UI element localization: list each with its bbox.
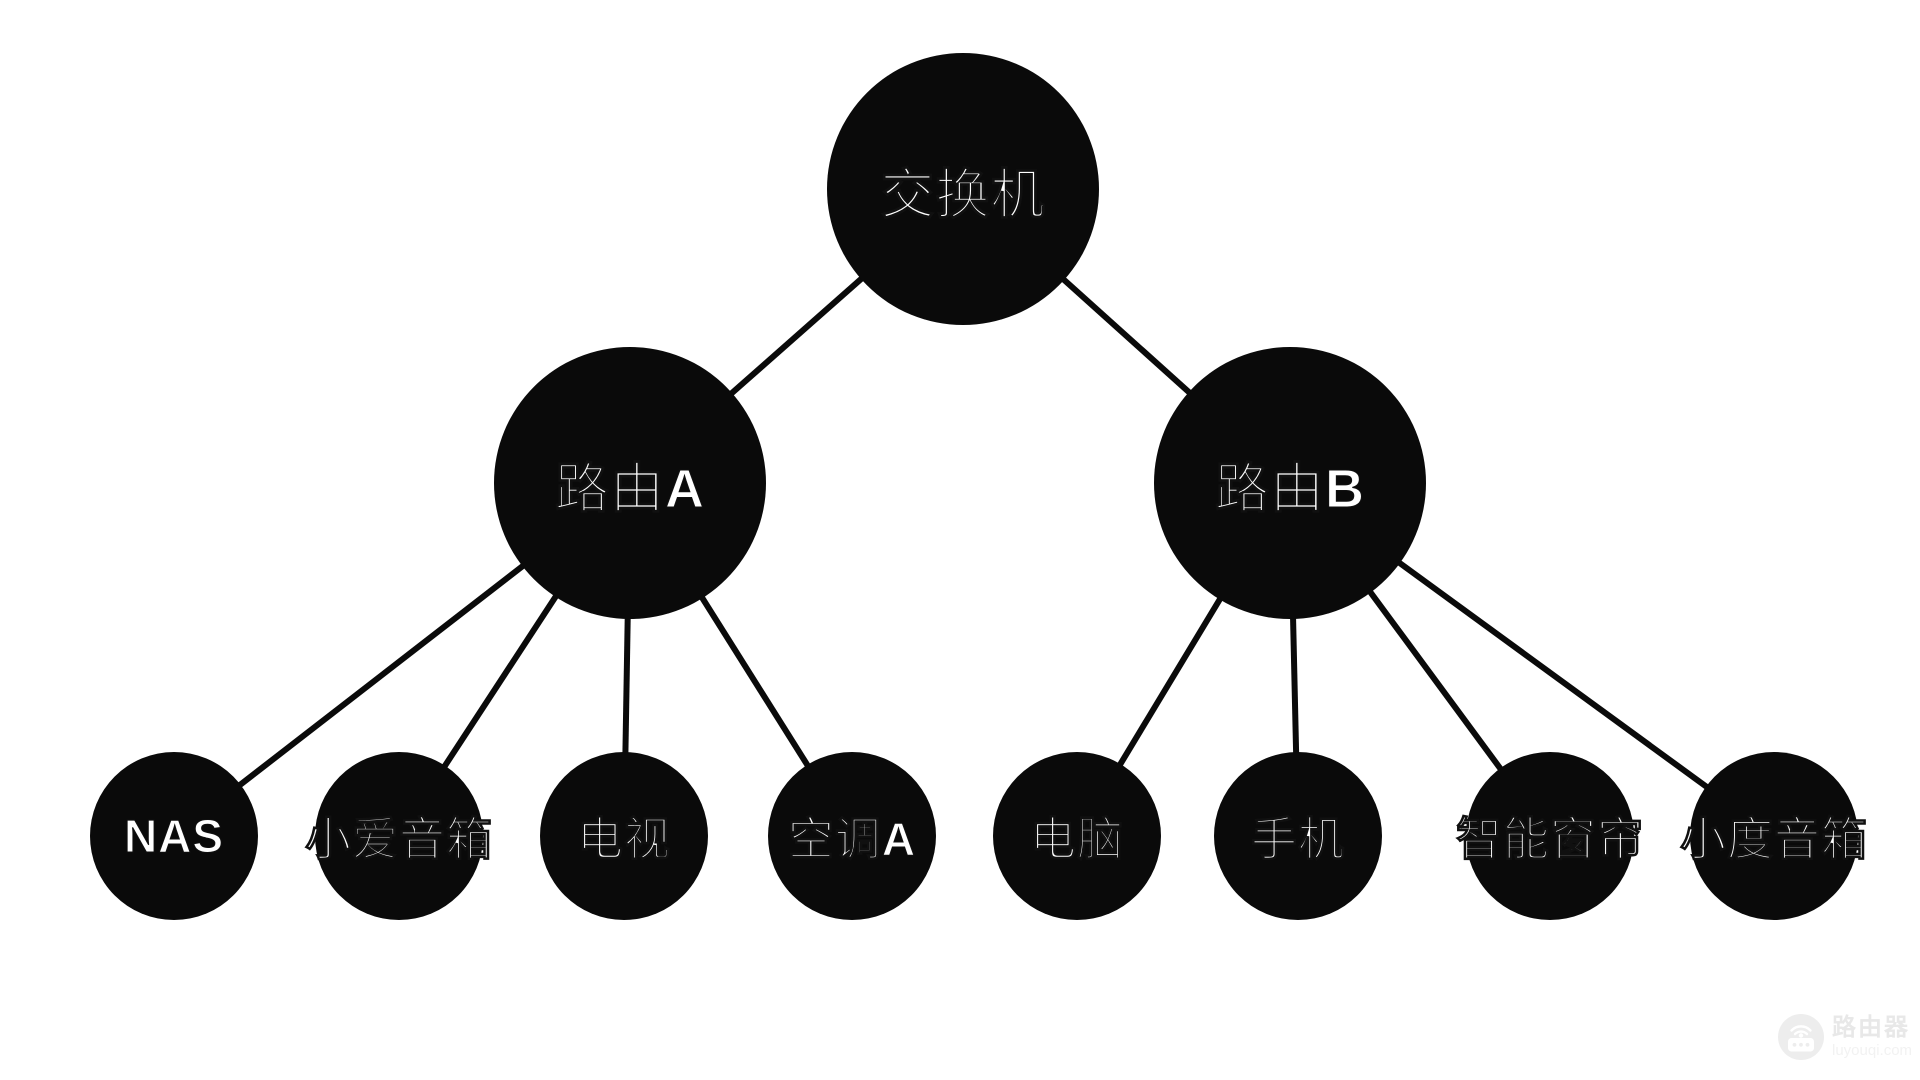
node-xiaodu-speaker: 小度音箱	[1679, 752, 1868, 920]
watermark-text: 路由器 luyouqi.com	[1832, 1014, 1913, 1059]
node-smart-curtain: 智能窗帘	[1455, 752, 1644, 920]
node-xiaodu-speaker-label: 小度音箱	[1679, 812, 1868, 865]
node-air-conditioner-a-label: 空调A	[787, 812, 917, 865]
router-icon	[1778, 1014, 1824, 1060]
watermark: 路由器 luyouqi.com	[1778, 1014, 1912, 1060]
node-phone: 手机	[1214, 752, 1382, 920]
node-tv: 电视	[540, 752, 708, 920]
node-tv-label: 电视	[576, 812, 671, 865]
node-smart-curtain-label: 智能窗帘	[1455, 812, 1644, 865]
node-router-a-label: 路由A	[554, 458, 705, 519]
node-air-conditioner-a: 空调A	[768, 752, 936, 920]
watermark-title: 路由器	[1832, 1014, 1910, 1041]
node-xiaoai-speaker: 小爱音箱	[304, 752, 493, 920]
node-nas-label: NAS	[123, 809, 225, 862]
node-router-a: 路由A	[494, 347, 766, 619]
node-router-b-label: 路由B	[1214, 458, 1365, 519]
watermark-domain: luyouqi.com	[1832, 1042, 1913, 1059]
node-switch: 交换机	[827, 53, 1099, 325]
node-xiaoai-speaker-label: 小爱音箱	[304, 812, 493, 865]
node-computer-label: 电脑	[1029, 812, 1124, 865]
node-nas: NAS	[90, 752, 258, 920]
node-router-b: 路由B	[1154, 347, 1426, 619]
node-computer: 电脑	[993, 752, 1161, 920]
node-phone-label: 手机	[1250, 812, 1345, 865]
node-switch-label: 交换机	[880, 164, 1046, 225]
